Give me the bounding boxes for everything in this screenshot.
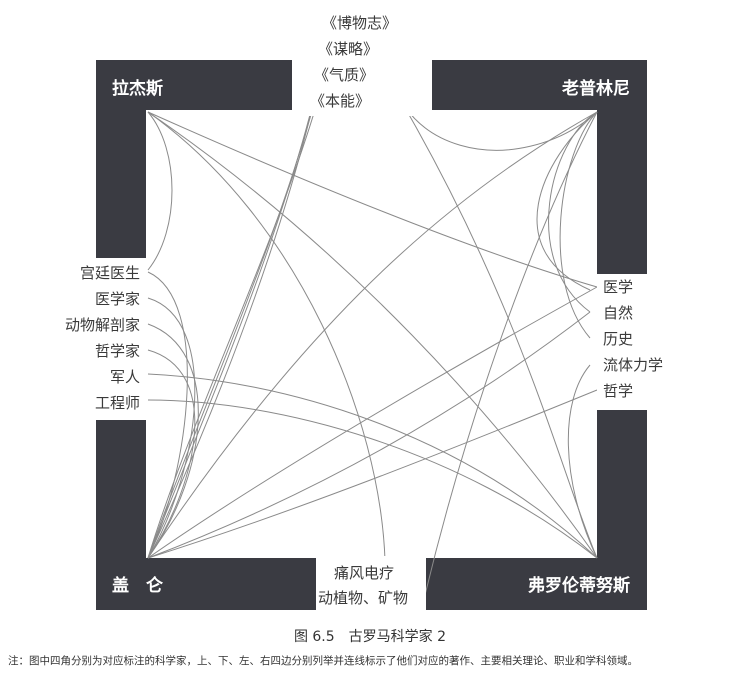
connector xyxy=(147,271,188,559)
scientists-diagram: 拉杰斯 老普林尼 盖 仑 弗罗伦蒂努斯 《博物志》 《谋略》 《气质》 《本能》… xyxy=(64,14,664,610)
connector xyxy=(147,349,196,559)
corner-block-top-right xyxy=(432,60,647,280)
figure-caption: 图 6.5 古罗马科学家 2 xyxy=(293,629,447,645)
connector xyxy=(548,111,598,313)
connector xyxy=(559,111,598,339)
corner-block-bottom-right xyxy=(426,410,647,610)
connector xyxy=(147,47,327,559)
work-label: 《谋略》 xyxy=(318,40,378,58)
role-label: 医学家 xyxy=(95,290,140,308)
figure-note: 注：图中四角分别为对应标注的科学家，上、下、左、右四边分别列举并连线标示了他们对… xyxy=(8,655,638,667)
corner-block-bottom-left xyxy=(96,420,316,610)
connector xyxy=(147,286,598,559)
connection-lines xyxy=(147,21,598,596)
connector xyxy=(147,111,173,271)
field-label: 历史 xyxy=(603,330,633,348)
role-label: 工程师 xyxy=(95,394,140,412)
connector xyxy=(389,81,598,559)
work-label: 《气质》 xyxy=(314,66,374,84)
connector xyxy=(147,111,598,288)
connector xyxy=(147,99,319,559)
connector xyxy=(147,111,386,561)
role-label: 军人 xyxy=(110,368,140,386)
connector xyxy=(536,111,598,291)
connector xyxy=(147,311,591,559)
work-label: 《博物志》 xyxy=(322,14,397,32)
connector xyxy=(147,373,598,559)
role-label: 宫廷医生 xyxy=(80,264,140,282)
connector xyxy=(147,323,199,559)
scientist-label-bottom-left: 盖 仑 xyxy=(112,575,164,596)
topic-label: 动植物、矿物 xyxy=(318,589,408,607)
scientist-label-top-right: 老普林尼 xyxy=(561,78,630,99)
corner-block-top-left xyxy=(96,60,292,265)
field-label: 自然 xyxy=(603,304,633,322)
topic-label: 痛风电疗 xyxy=(334,564,394,582)
scientist-label-bottom-right: 弗罗伦蒂努斯 xyxy=(528,575,630,596)
field-label: 医学 xyxy=(603,278,633,296)
role-label: 动物解剖家 xyxy=(65,316,140,334)
connector xyxy=(147,111,598,559)
connector xyxy=(147,389,598,559)
connector xyxy=(424,111,598,596)
field-label: 流体力学 xyxy=(603,356,663,374)
connector xyxy=(147,111,598,559)
connector xyxy=(147,399,598,559)
role-label: 哲学家 xyxy=(95,342,140,360)
scientist-label-top-left: 拉杰斯 xyxy=(112,78,163,99)
connector xyxy=(567,364,598,559)
work-label: 《本能》 xyxy=(310,92,370,110)
field-label: 哲学 xyxy=(603,382,633,400)
connector xyxy=(147,297,196,559)
